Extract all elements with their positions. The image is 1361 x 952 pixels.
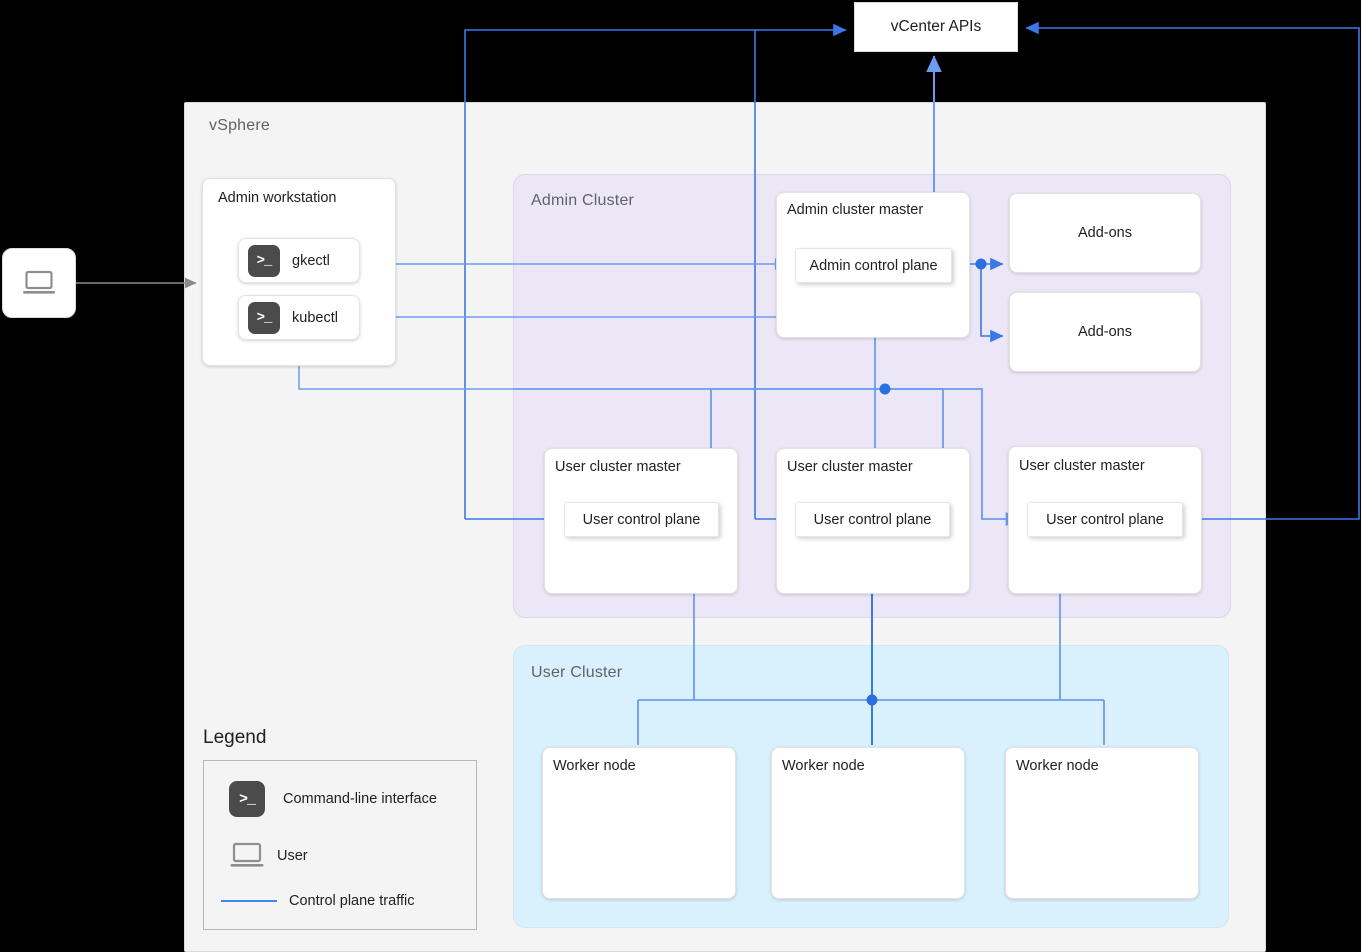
line-swatch-icon <box>221 900 277 902</box>
admin-workstation-title: Admin workstation <box>218 190 337 206</box>
worker-node-title-1: Worker node <box>553 758 636 774</box>
user-control-plane-label-2: User control plane <box>813 511 932 528</box>
user-control-plane-node-2[interactable]: User control plane <box>795 502 950 537</box>
vcenter-apis-label: vCenter APIs <box>890 18 982 35</box>
worker-node-3[interactable] <box>1005 747 1199 899</box>
user-cluster-master-title-2: User cluster master <box>787 459 913 475</box>
worker-node-title-2: Worker node <box>782 758 865 774</box>
worker-node-1[interactable] <box>542 747 736 899</box>
terminal-icon: >_ <box>229 781 265 817</box>
addons-node-2[interactable]: Add-ons <box>1009 292 1201 372</box>
legend-label-user: User <box>277 848 308 864</box>
cli-label-kubectl: kubectl <box>292 309 338 326</box>
legend-label-control-plane-traffic: Control plane traffic <box>289 893 415 909</box>
legend-item-user: User <box>229 841 308 871</box>
worker-node-2[interactable] <box>771 747 965 899</box>
admin-cluster-master-title: Admin cluster master <box>787 202 924 218</box>
user-control-plane-label-3: User control plane <box>1046 511 1164 528</box>
legend-item-cli: >_ Command-line interface <box>229 781 437 817</box>
user-node[interactable] <box>2 248 76 318</box>
terminal-icon: >_ <box>248 301 280 334</box>
addons-label-2: Add-ons <box>1077 324 1132 340</box>
user-control-plane-node-1[interactable]: User control plane <box>564 502 719 537</box>
user-cluster-master-title-1: User cluster master <box>555 459 681 475</box>
cli-chip-gkectl[interactable]: >_ gkectl <box>238 238 360 283</box>
legend-title: Legend <box>203 727 267 748</box>
laptop-icon <box>230 842 264 867</box>
cli-label-gkectl: gkectl <box>292 252 330 269</box>
addons-label-1: Add-ons <box>1077 225 1132 241</box>
admin-control-plane-node[interactable]: Admin control plane <box>795 248 952 283</box>
cli-chip-kubectl[interactable]: >_ kubectl <box>238 295 360 340</box>
user-cluster-master-title-3: User cluster master <box>1019 458 1145 474</box>
user-control-plane-node-3[interactable]: User control plane <box>1027 502 1183 537</box>
legend-label-cli: Command-line interface <box>283 791 437 807</box>
laptop-icon <box>23 270 55 294</box>
legend-item-control-plane-traffic: Control plane traffic <box>221 893 414 909</box>
worker-node-title-3: Worker node <box>1016 758 1099 774</box>
user-cluster-label: User Cluster <box>531 664 623 681</box>
user-control-plane-label-1: User control plane <box>582 511 701 528</box>
admin-cluster-label: Admin Cluster <box>531 192 635 209</box>
vsphere-label: vSphere <box>209 117 270 134</box>
vcenter-apis-node[interactable]: vCenter APIs <box>854 2 1018 52</box>
admin-control-plane-label: Admin control plane <box>809 257 938 274</box>
terminal-icon: >_ <box>248 244 280 277</box>
addons-node-1[interactable]: Add-ons <box>1009 193 1201 273</box>
